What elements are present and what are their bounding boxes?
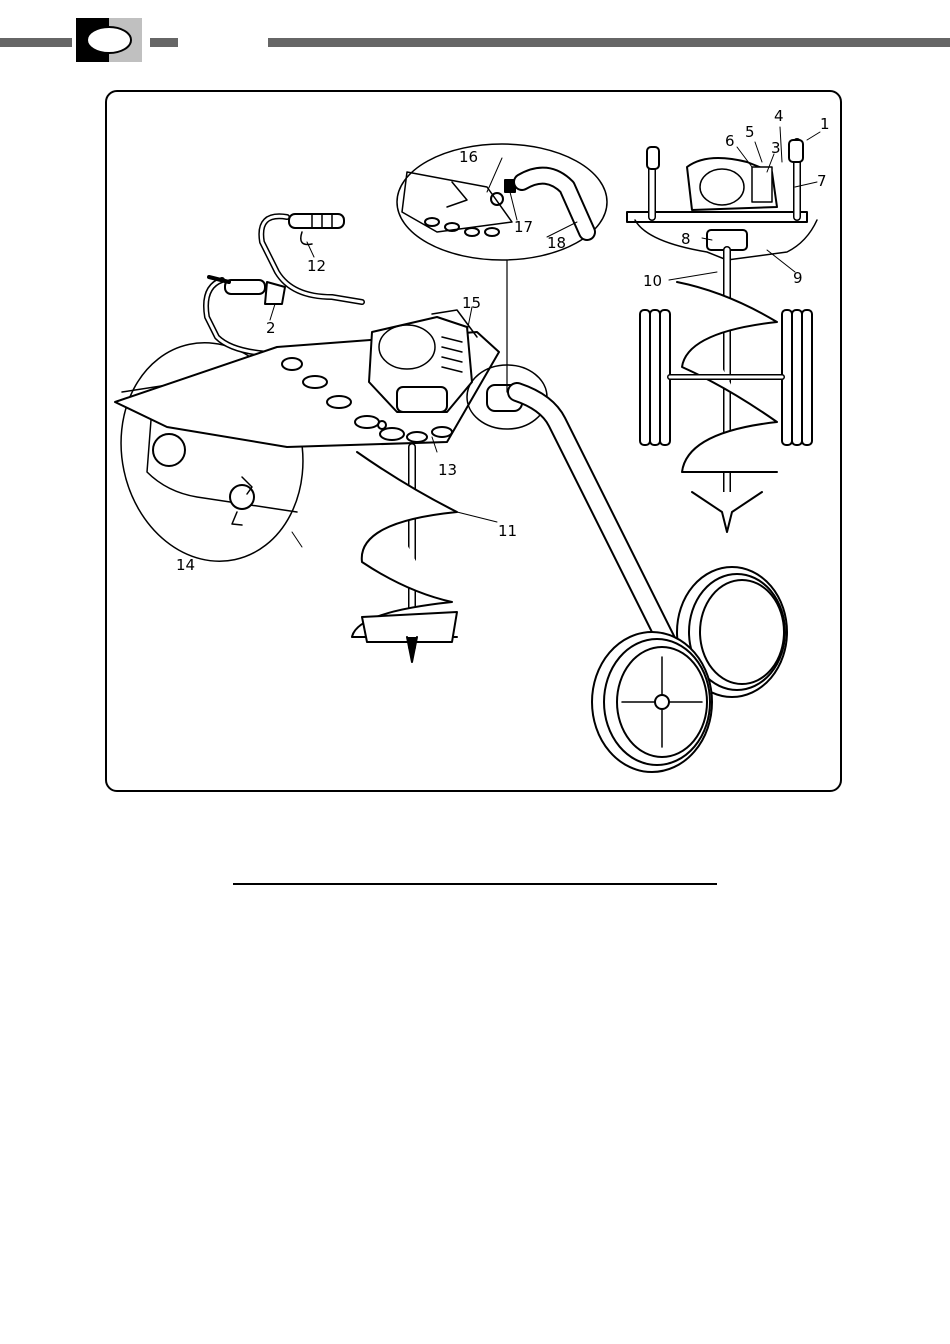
callout-17: 17 (514, 219, 533, 235)
callout-16: 16 (459, 149, 478, 165)
callout-15: 15 (462, 295, 481, 311)
callout-13: 13 (438, 462, 457, 478)
header-bar-mid (150, 38, 178, 47)
header-bar-right (268, 38, 950, 47)
callout-1: 1 (820, 116, 830, 132)
callout-5: 5 (745, 124, 755, 140)
callout-14: 14 (176, 557, 195, 573)
header-bar-left (0, 38, 72, 47)
callout-11: 11 (498, 523, 517, 539)
callout-7: 7 (817, 173, 827, 189)
callout-3: 3 (771, 140, 781, 156)
engine (369, 310, 477, 412)
wheel-front (592, 632, 712, 772)
main-auger (352, 447, 457, 662)
callout-18: 18 (547, 235, 566, 251)
caption-underline (233, 883, 717, 885)
callout-6: 6 (725, 133, 735, 149)
header-badge-oval (87, 27, 131, 53)
diagram-frame: 1 2 3 4 5 6 7 8 9 10 11 12 13 14 15 16 1… (105, 90, 842, 792)
callout-12: 12 (307, 258, 326, 274)
callout-10: 10 (643, 273, 662, 289)
callout-2: 2 (266, 320, 276, 336)
callout-9: 9 (793, 270, 803, 286)
page-header (0, 0, 950, 70)
callout-8: 8 (681, 231, 691, 247)
callout-4: 4 (774, 108, 784, 124)
auger-diagram (107, 92, 840, 790)
front-view-inset (627, 140, 817, 532)
